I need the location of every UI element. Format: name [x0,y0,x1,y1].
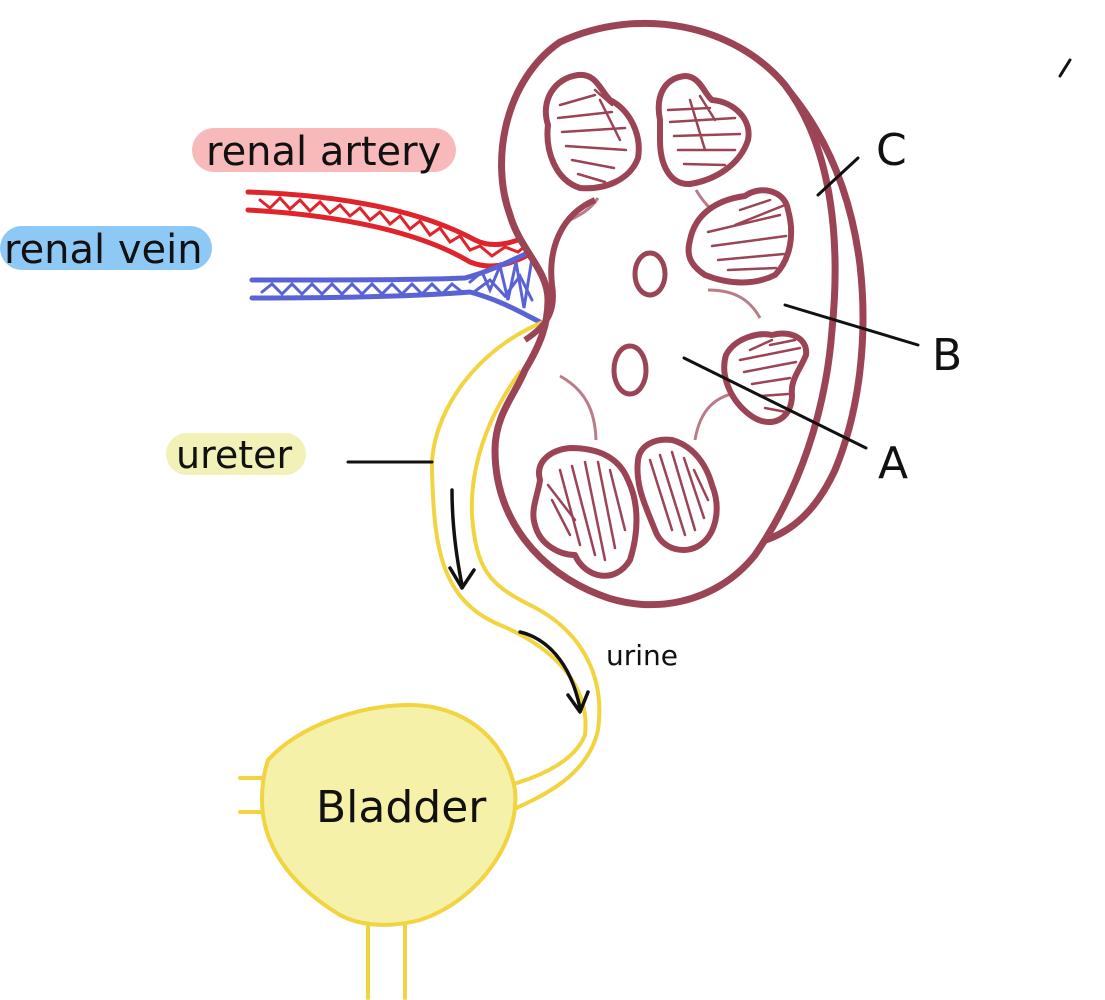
urine-arrow-1 [450,488,464,587]
leader-lines [346,58,1072,464]
pelvis-oval-upper [632,250,668,298]
kidney-capsule [744,67,867,549]
label-b: B [932,330,962,381]
renal-artery-label: renal artery [206,129,441,175]
label-a: A [878,438,908,489]
label-c: C [876,125,907,176]
bladder-label: Bladder [316,782,487,833]
leader-a [682,356,868,450]
pyramid-4 [721,330,810,426]
urine-arrow-2 [518,630,582,710]
stray-mark [1058,58,1072,78]
urine-flow-arrows [448,488,590,714]
leader-c [816,156,860,197]
renal-vein [249,247,543,325]
pyramid-2 [655,73,752,187]
pyramid-6 [634,436,720,553]
medullary-pyramids [530,71,810,579]
ureter-highlight [166,433,306,475]
ureter-label: ureter [176,433,293,477]
renal-vein-highlight [0,226,212,270]
renal-artery-highlight [192,128,456,172]
bladder [259,702,518,927]
pelvis-oval-lower [611,343,649,397]
pyramid-striations [546,88,802,562]
renal-vein-label: renal vein [4,227,203,273]
leader-b [783,303,920,347]
kidney-hilum [523,197,597,343]
ureter [238,273,602,1000]
renal-artery [245,189,541,269]
urine-label: urine [606,639,678,672]
